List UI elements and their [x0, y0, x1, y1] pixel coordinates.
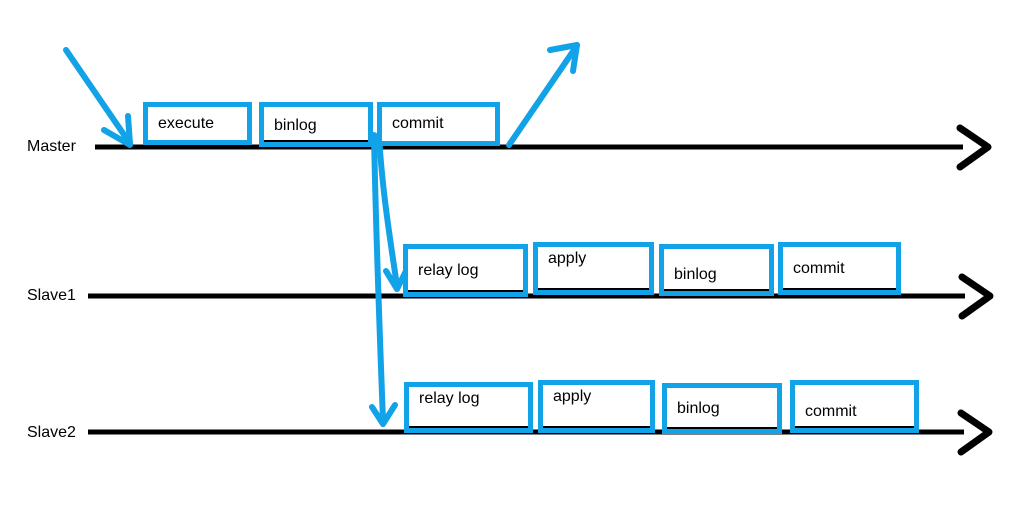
slave1-timeline-arrowhead-icon — [958, 273, 994, 320]
slave2-timeline-arrowhead-icon — [957, 409, 993, 456]
slave2-box-binlog: binlog — [662, 383, 782, 434]
response-out-arrow — [506, 42, 580, 148]
incoming-request-arrow — [63, 47, 133, 148]
master-box-binlog: binlog — [259, 102, 373, 147]
slave1-box-relay-log: relay log — [403, 244, 528, 297]
slave1-box-commit: commit — [778, 242, 901, 295]
master-timeline-arrowhead-icon — [956, 124, 992, 171]
slave1-box-apply: apply — [533, 242, 654, 295]
slave2-box-commit: commit — [790, 380, 919, 433]
slave1-box-binlog: binlog — [659, 244, 774, 296]
row-label-master: Master — [27, 138, 76, 155]
slave2-box-apply: apply — [538, 380, 655, 433]
master-box-commit: commit — [377, 102, 500, 146]
row-label-slave2: Slave2 — [27, 424, 76, 441]
row-label-slave1: Slave1 — [27, 287, 76, 304]
master-box-execute: execute — [143, 102, 252, 145]
binlog-to-slave2-arrow — [369, 132, 398, 427]
slave2-box-relay-log: relay log — [404, 382, 533, 433]
